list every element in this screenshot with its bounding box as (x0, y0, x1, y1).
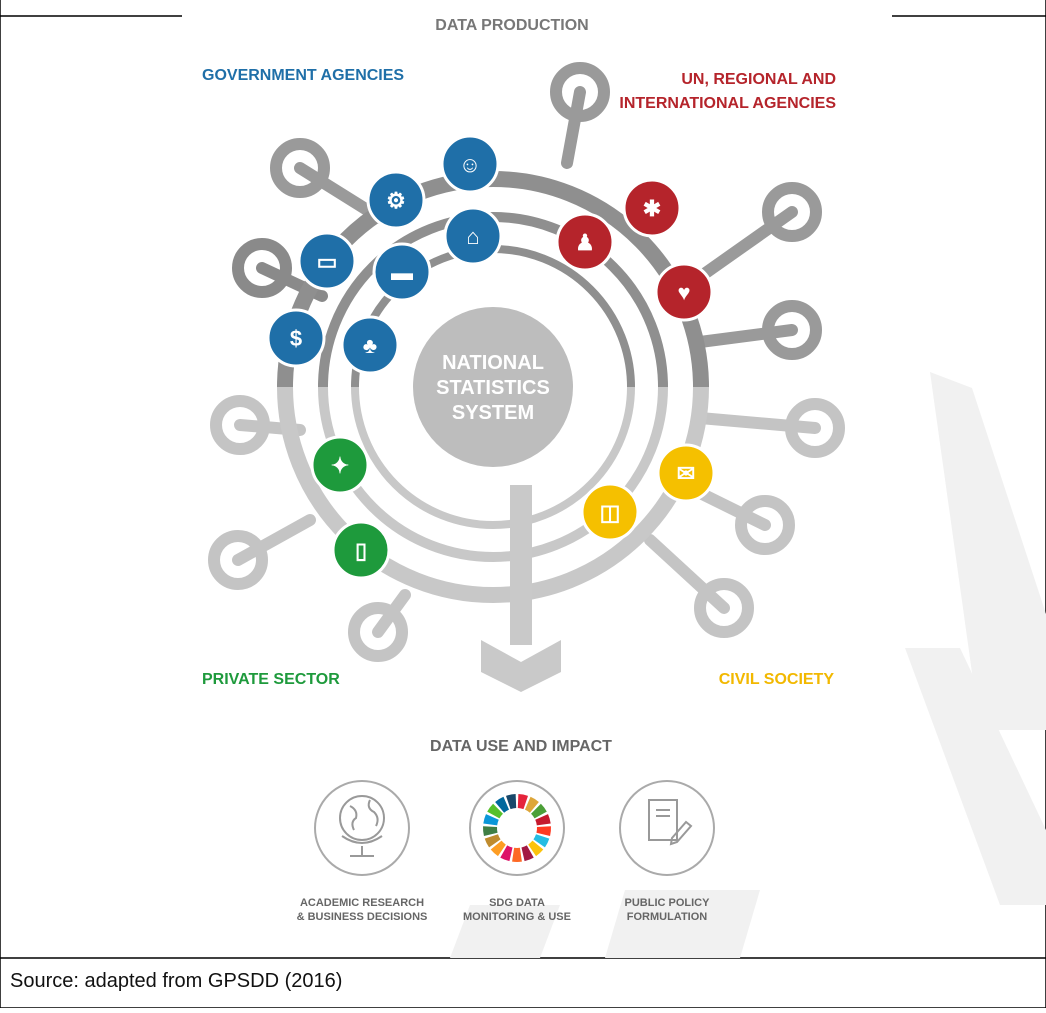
sdg-segment-10 (490, 840, 506, 857)
heartbeat-icon: ♥ (677, 280, 690, 305)
policy-label-line-2: FORMULATION (627, 911, 708, 923)
folder-icon: ▬ (391, 260, 413, 285)
notebook-pen-icon (648, 799, 693, 846)
sdg-segment-16 (505, 794, 517, 810)
civil-society-label: CIVIL SOCIETY (719, 671, 835, 688)
sdg-segment-11 (484, 834, 501, 848)
tractor-icon: ⚙ (386, 188, 406, 213)
sdg-segment-4 (536, 826, 551, 836)
government-house-grid-icon: ⌂ (443, 206, 503, 266)
sdg-segment-7 (521, 845, 534, 862)
mobile-phone-icon: ▯ (355, 538, 367, 563)
impact-sdg: SDG DATA MONITORING & USE (463, 780, 571, 923)
sdg-wheel-icon (482, 794, 551, 862)
government-plant-hand-icon: ♣ (340, 315, 400, 375)
international-heartbeat-icon: ♥ (654, 262, 714, 322)
connector-node-9 (208, 530, 268, 590)
connectors (208, 62, 845, 662)
watermark-shapes (450, 372, 1046, 958)
connector-line-1 (294, 162, 386, 224)
international-meeting-icon: ♟ (555, 212, 615, 272)
private-sector-label: PRIVATE SECTOR (202, 671, 340, 688)
id-card-icon: ▭ (317, 249, 338, 274)
sdg-segment-2 (531, 803, 547, 819)
source-caption: Source: adapted from GPSDD (2016) (10, 970, 343, 992)
connector-node-3 (762, 182, 822, 242)
sdg-segment-14 (487, 803, 503, 819)
connector-line-7 (644, 534, 730, 614)
bottom-title: DATA USE AND IMPACT (430, 738, 612, 755)
center-label-line-3: SYSTEM (452, 402, 534, 424)
academic-label-line-1: ACADEMIC RESEARCH (300, 897, 424, 909)
satellite-icon: ✦ (331, 453, 349, 478)
globe-icon (339, 795, 385, 857)
ring-lower-2 (351, 386, 635, 529)
impact-academic: ACADEMIC RESEARCH & BUSINESS DECISIONS (297, 780, 428, 923)
down-arrow (481, 485, 561, 692)
icon-circles: $ ▭ ⚙ ☺ ♣ ▬ ⌂ ♟ ✱ ♥ ✦ ▯ ◫ ✉ (266, 134, 716, 580)
impact-policy: PUBLIC POLICY FORMULATION (619, 780, 715, 923)
international-agencies-label-line-2: INTERNATIONAL AGENCIES (619, 95, 836, 112)
connector-line-9 (232, 514, 316, 566)
connector-node-8 (210, 395, 270, 455)
sdg-segment-5 (533, 834, 550, 848)
sdg-segment-6 (528, 840, 544, 857)
connector-node-5 (785, 398, 845, 458)
connector-node-0 (550, 62, 610, 122)
government-folder-icon: ▬ (372, 242, 432, 302)
connector-node-4 (762, 300, 822, 360)
connector-node-10 (348, 602, 408, 662)
civil-chat-bubbles-icon: ✉ (656, 443, 716, 503)
sdg-segment-15 (495, 796, 510, 813)
connector-node-1 (270, 138, 330, 198)
academic-label-line-2: & BUSINESS DECISIONS (297, 911, 428, 923)
government-id-card-icon: ▭ (297, 231, 357, 291)
wheat-icon: ✱ (643, 196, 661, 221)
top-label: DATA PRODUCTION (435, 17, 588, 34)
international-agencies-label-line-1: UN, REGIONAL AND (681, 71, 836, 88)
sdg-label-line-2: MONITORING & USE (463, 911, 571, 923)
money-hand-icon: $ (290, 326, 302, 351)
government-people-icon: ☺ (440, 134, 500, 194)
center-circle: NATIONAL STATISTICS SYSTEM (413, 307, 573, 467)
people-icon: ☺ (459, 152, 481, 177)
house-grid-icon: ⌂ (466, 224, 479, 249)
chat-bubbles-icon: ✉ (677, 461, 695, 486)
plant-hand-icon: ♣ (363, 333, 377, 358)
connector-node-6 (735, 495, 795, 555)
sdg-segment-12 (482, 826, 498, 836)
center-label-line-1: NATIONAL (442, 352, 544, 374)
sdg-segment-1 (524, 796, 539, 813)
meeting-icon: ♟ (575, 230, 595, 255)
sdg-segment-3 (535, 814, 551, 826)
connector-line-0 (561, 86, 586, 169)
private-mobile-phone-icon: ▯ (331, 520, 391, 580)
private-satellite-icon: ✦ (310, 435, 370, 495)
connector-node-2 (232, 238, 292, 298)
government-agencies-label: GOVERNMENT AGENCIES (202, 67, 404, 84)
sdg-segment-0 (517, 794, 529, 810)
sdg-segment-9 (500, 845, 513, 862)
civil-presentation-chart-icon: ◫ (580, 482, 640, 542)
connector-node-7 (694, 578, 754, 638)
government-money-hand-icon: $ (266, 308, 326, 368)
sdg-segment-8 (512, 847, 522, 862)
center-label-line-2: STATISTICS (436, 377, 550, 399)
sdg-segment-13 (483, 814, 499, 826)
caption-cell: Source: adapted from GPSDD (2016) (0, 958, 1046, 1008)
international-wheat-icon: ✱ (622, 178, 682, 238)
policy-label-line-1: PUBLIC POLICY (625, 897, 711, 909)
connector-line-4 (694, 324, 798, 348)
presentation-chart-icon: ◫ (600, 500, 621, 525)
government-tractor-icon: ⚙ (366, 170, 426, 230)
sdg-label-line-1: SDG DATA (489, 897, 545, 909)
